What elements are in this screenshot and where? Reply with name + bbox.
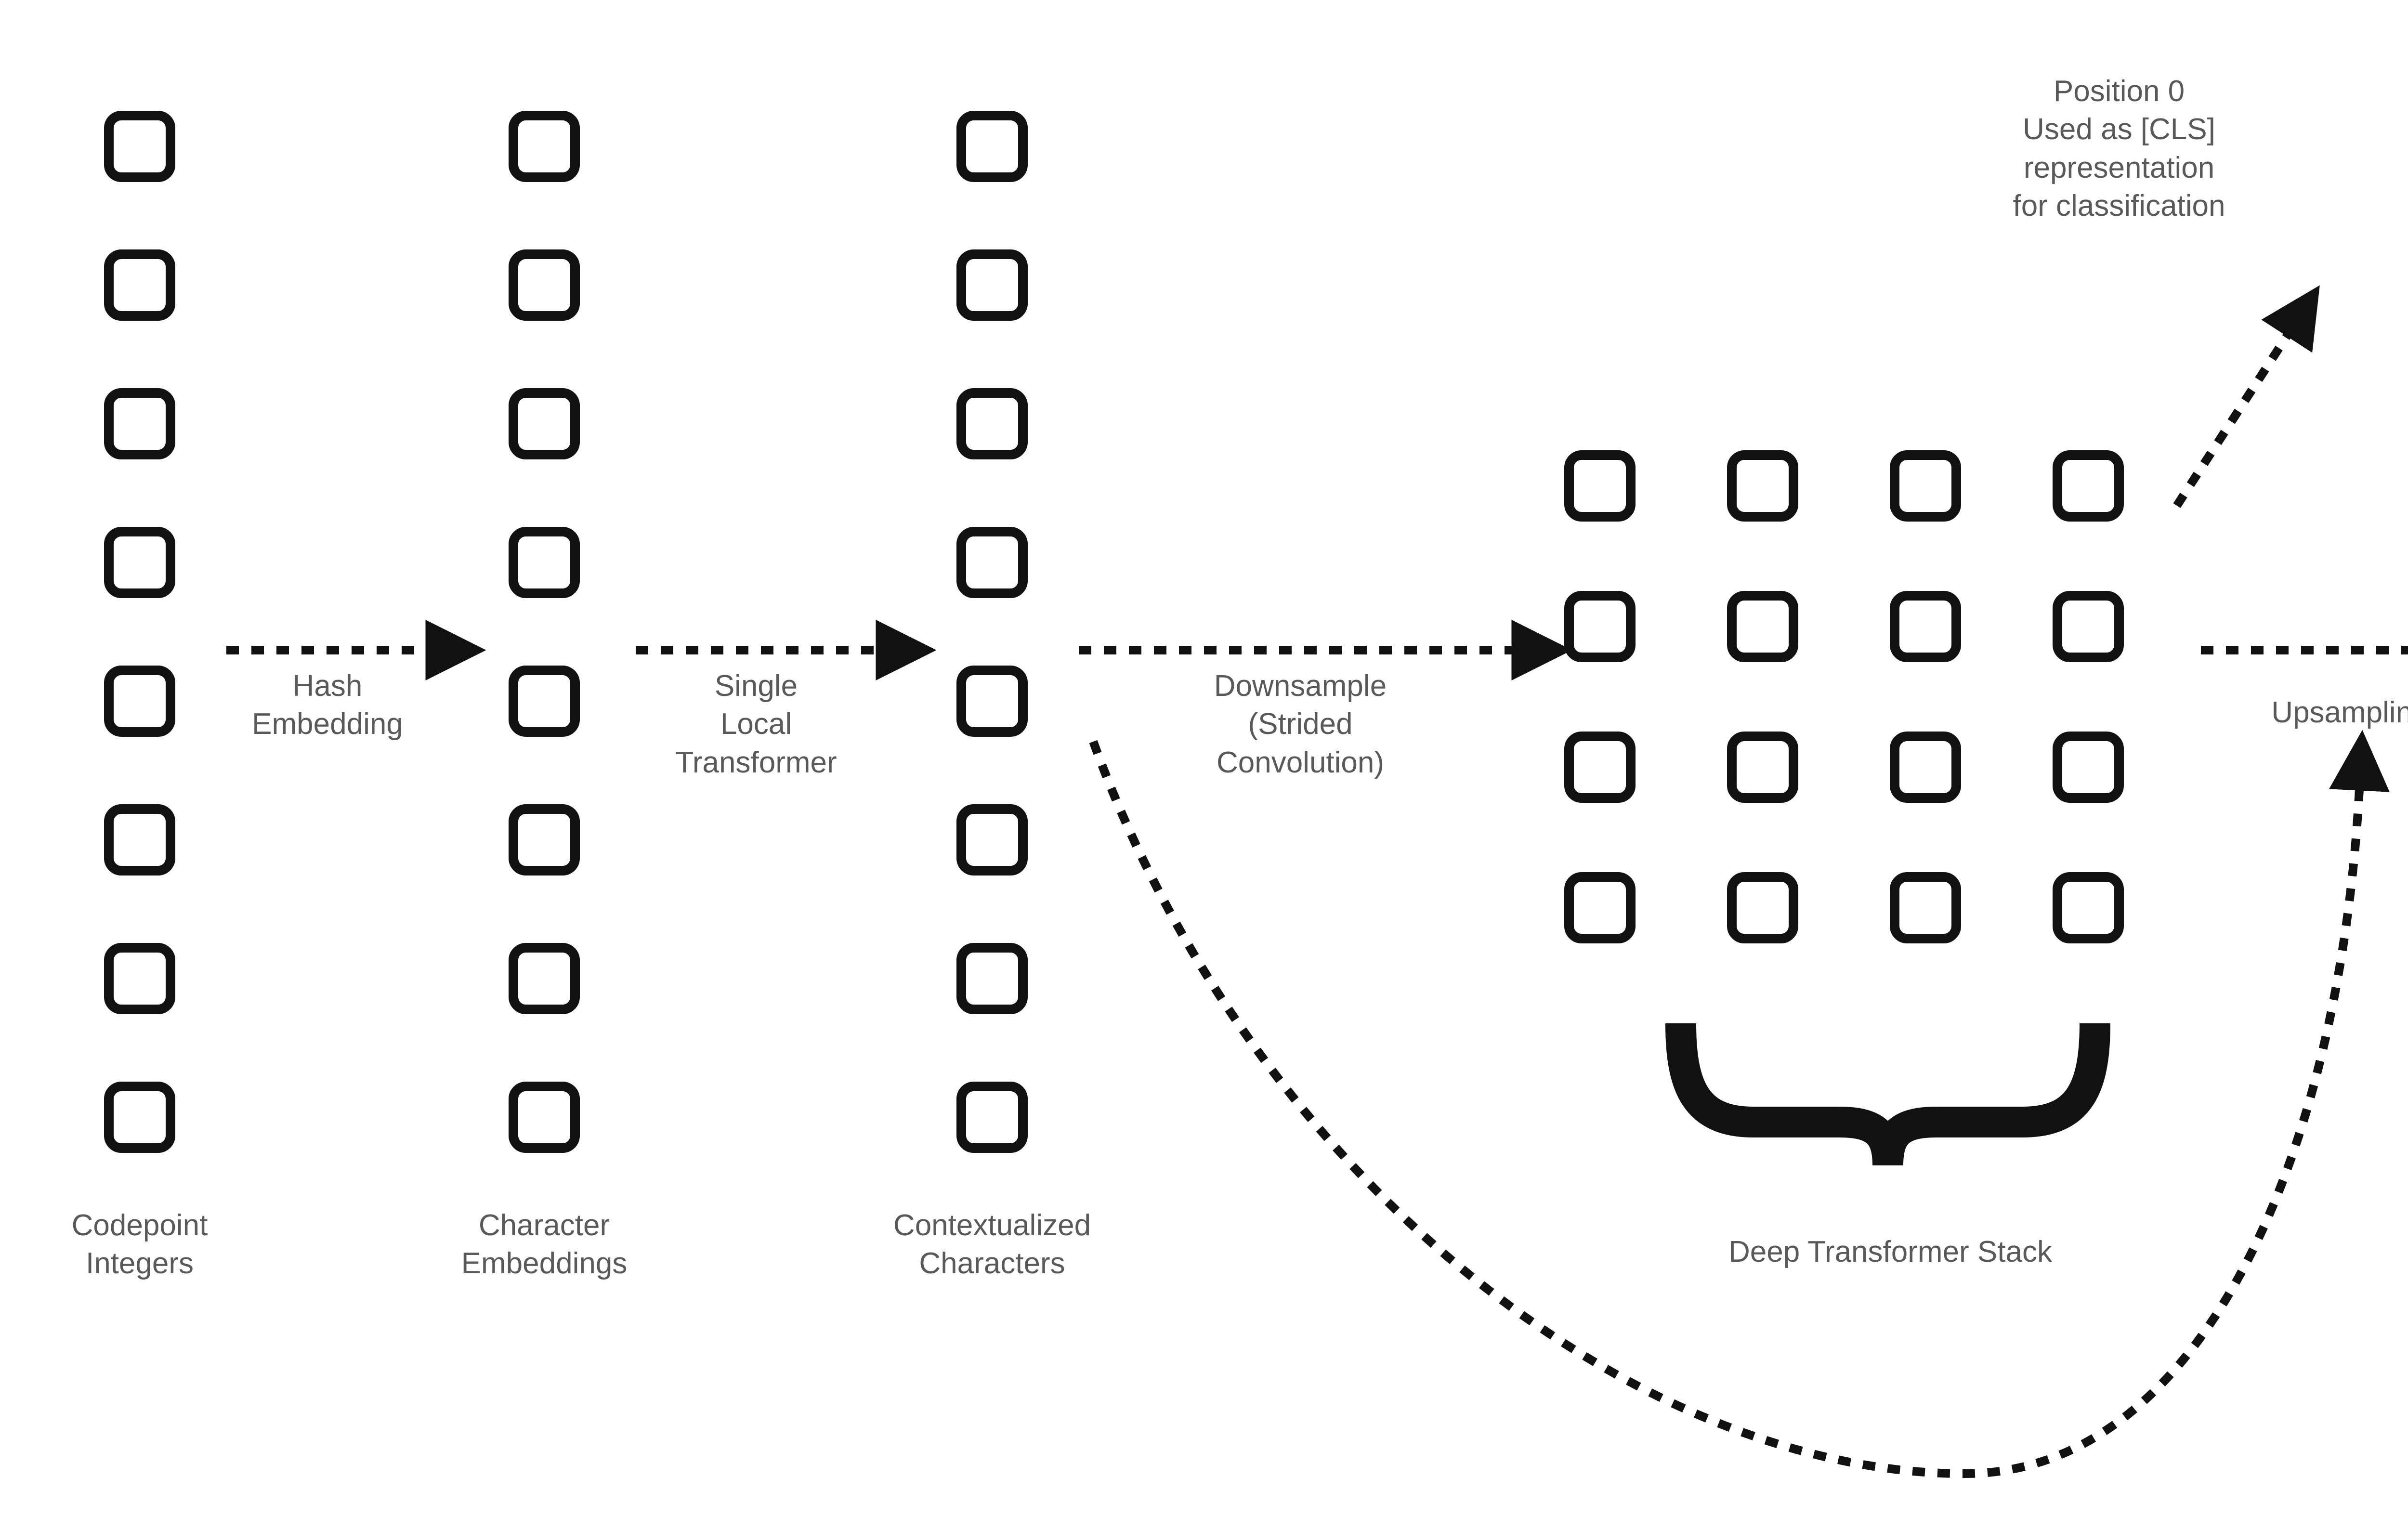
token-box[interactable] xyxy=(509,111,580,182)
token-box[interactable] xyxy=(956,527,1028,598)
token-box[interactable] xyxy=(956,804,1028,876)
token-box[interactable] xyxy=(104,804,175,876)
stack-brace-icon xyxy=(1665,1023,2110,1166)
label-contextualized-characters: Contextualized Characters xyxy=(893,1209,1091,1281)
token-box[interactable] xyxy=(509,943,580,1014)
label-deep-transformer-stack: Deep Transformer Stack xyxy=(1728,1235,2052,1268)
label-codepoint-integers: Codepoint Integers xyxy=(71,1209,208,1281)
token-box[interactable] xyxy=(509,249,580,321)
column-contextualized-characters xyxy=(956,111,1028,1153)
stack-cell[interactable] xyxy=(1564,450,1636,522)
stack-cell[interactable] xyxy=(1727,732,1798,803)
stack-cell[interactable] xyxy=(1890,450,1961,522)
stack-cell[interactable] xyxy=(1890,732,1961,803)
label-single-local-transformer: Single Local Transformer xyxy=(675,669,837,779)
label-downsample: Downsample (Strided Convolution) xyxy=(1214,669,1387,779)
stack-cell[interactable] xyxy=(1564,872,1636,943)
token-box[interactable] xyxy=(104,388,175,459)
token-box[interactable] xyxy=(509,527,580,598)
token-box[interactable] xyxy=(509,1082,580,1153)
stack-cell[interactable] xyxy=(1564,591,1636,662)
stack-cell-cls[interactable] xyxy=(2053,450,2124,522)
stack-cell[interactable] xyxy=(1727,872,1798,943)
stack-cell[interactable] xyxy=(1564,732,1636,803)
stack-cell[interactable] xyxy=(1727,450,1798,522)
token-box[interactable] xyxy=(956,388,1028,459)
token-box[interactable] xyxy=(104,943,175,1014)
token-box[interactable] xyxy=(956,666,1028,737)
stack-cell[interactable] xyxy=(2053,872,2124,943)
column-character-embeddings xyxy=(509,111,580,1153)
deep-transformer-stack-grid xyxy=(1564,450,2124,943)
token-box[interactable] xyxy=(509,388,580,459)
token-box[interactable] xyxy=(956,111,1028,182)
token-box[interactable] xyxy=(104,666,175,737)
stack-cell[interactable] xyxy=(2053,732,2124,803)
column-codepoint-integers xyxy=(104,111,175,1153)
token-box[interactable] xyxy=(509,666,580,737)
token-box[interactable] xyxy=(104,1082,175,1153)
annotation-cls-note: Position 0 Used as [CLS] representation … xyxy=(2013,75,2225,223)
label-hash-embedding: Hash Embedding xyxy=(252,669,403,741)
label-character-embeddings: Character Embeddings xyxy=(461,1209,628,1281)
token-box[interactable] xyxy=(956,249,1028,321)
token-box[interactable] xyxy=(956,943,1028,1014)
token-box[interactable] xyxy=(104,249,175,321)
token-box[interactable] xyxy=(104,527,175,598)
stack-cell[interactable] xyxy=(1890,591,1961,662)
stack-cell[interactable] xyxy=(1890,872,1961,943)
token-box[interactable] xyxy=(104,111,175,182)
arrow-cls-pointer xyxy=(2173,285,2320,508)
label-upsampling: Upsampling xyxy=(2271,696,2408,729)
stack-cell[interactable] xyxy=(1727,591,1798,662)
stack-cell[interactable] xyxy=(2053,591,2124,662)
token-box[interactable] xyxy=(509,804,580,876)
token-box[interactable] xyxy=(956,1082,1028,1153)
